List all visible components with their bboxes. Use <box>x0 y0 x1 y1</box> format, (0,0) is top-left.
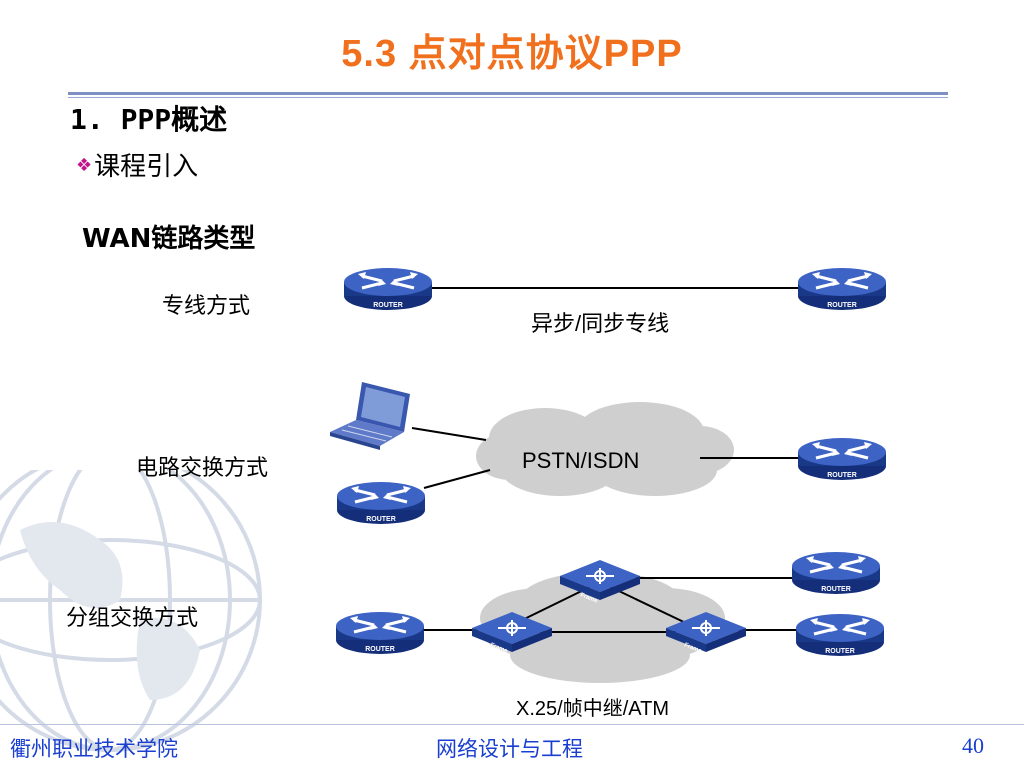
pstn-cloud-icon <box>476 402 734 496</box>
router-text: ROUTER <box>825 648 855 655</box>
title-rule-thin <box>68 97 948 98</box>
page-number: 40 <box>962 733 984 758</box>
packet-caption: X.25/帧中继/ATM <box>516 698 669 720</box>
wan-diagram: ROUTER ROUTER ROUTER ROUTER ROUTER ROUTE… <box>330 266 888 683</box>
globe-watermark <box>0 470 262 752</box>
subheading: WAN链路类型 <box>82 224 256 254</box>
router-text: ROUTER <box>827 302 857 309</box>
bullet-item: ❖课程引入 <box>76 146 198 183</box>
router-text: ROUTER <box>821 586 851 593</box>
router-text: ROUTER <box>827 472 857 479</box>
cloud-label: PSTN/ISDN <box>522 448 640 473</box>
router-text: ROUTER <box>366 516 396 523</box>
section-heading: 1. PPP概述 <box>70 103 228 136</box>
router-text: ROUTER <box>365 646 395 653</box>
bullet-text: 课程引入 <box>94 152 199 182</box>
title-rule <box>68 92 948 95</box>
footer-rule <box>0 724 1024 725</box>
footer-school: 衢州职业技术学院 <box>10 737 178 761</box>
slide-title: 5.3 点对点协议PPP <box>341 33 683 75</box>
packet-switch-label: 分组交换方式 <box>66 606 199 631</box>
laptop-icon <box>330 382 410 450</box>
diamond-bullet-icon: ❖ <box>76 155 93 176</box>
circuit-switch-label: 电路交换方式 <box>136 456 269 481</box>
leased-line-label: 专线方式 <box>162 294 251 319</box>
leased-line-caption: 异步/同步专线 <box>531 311 670 336</box>
footer-course: 网络设计与工程 <box>436 737 583 761</box>
router-text: ROUTER <box>373 302 403 309</box>
